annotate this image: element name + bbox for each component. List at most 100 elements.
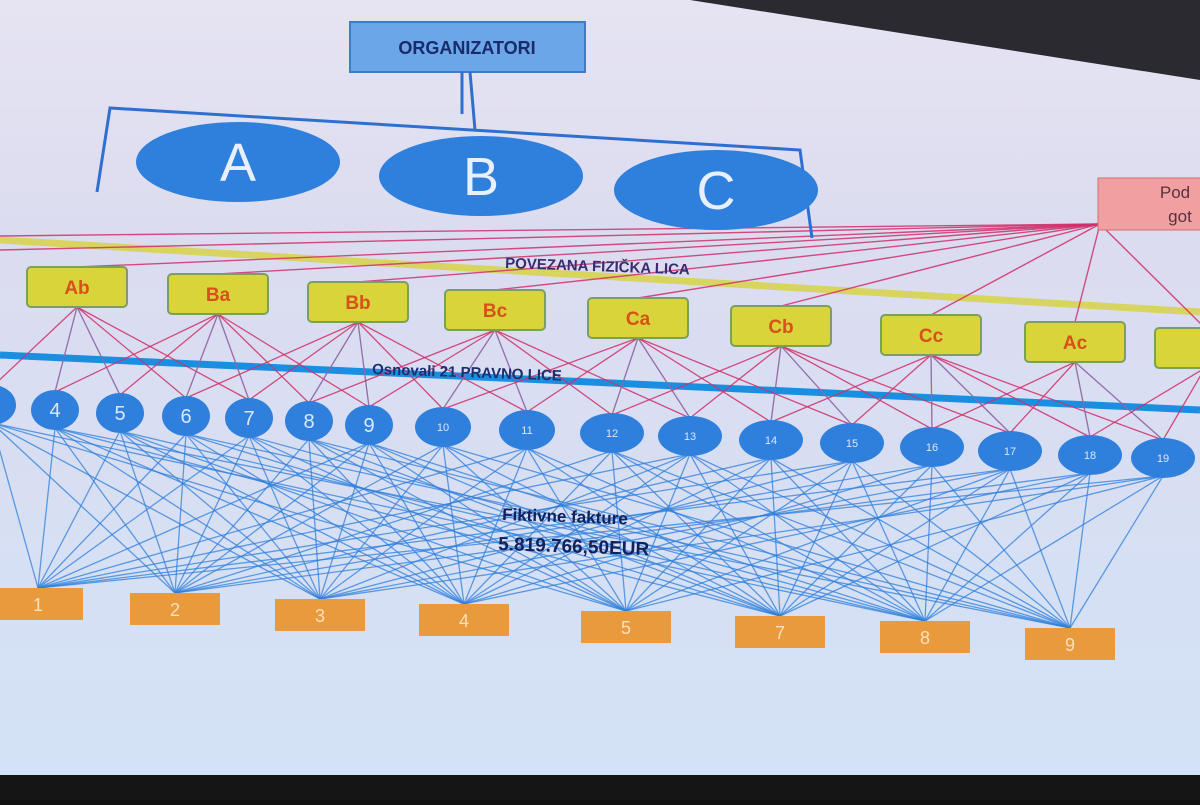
invoice-line bbox=[625, 460, 853, 612]
invoice-line bbox=[625, 475, 1164, 612]
founding-line bbox=[357, 321, 528, 413]
company-label: 18 bbox=[1084, 450, 1096, 462]
invoice-line bbox=[0, 424, 627, 612]
founding-line bbox=[494, 329, 691, 419]
invoice-line bbox=[37, 447, 528, 589]
invoice-line bbox=[185, 433, 465, 605]
invoice-line bbox=[319, 444, 444, 600]
cash-line bbox=[637, 223, 1101, 299]
company-node bbox=[162, 396, 210, 436]
founding-line bbox=[770, 354, 932, 423]
invoice-line bbox=[308, 438, 321, 600]
invoice-line bbox=[463, 447, 528, 605]
organizer-label: C bbox=[697, 161, 736, 221]
invoice-line bbox=[463, 450, 613, 605]
cash-line bbox=[217, 223, 1101, 275]
invoice-line bbox=[54, 427, 176, 594]
recipient-label: 9 bbox=[1065, 635, 1075, 655]
invoice-line bbox=[779, 464, 933, 617]
title-text: ORGANIZATORI bbox=[398, 38, 535, 58]
invoice-line bbox=[770, 457, 781, 617]
founding-line bbox=[637, 337, 772, 423]
cash-box-label: got bbox=[1168, 207, 1192, 226]
invoice-line bbox=[37, 475, 1164, 589]
related-persons-line bbox=[0, 236, 1200, 316]
company-node bbox=[820, 423, 884, 463]
company-label: 19 bbox=[1157, 453, 1169, 465]
founding-line bbox=[611, 345, 782, 416]
organizer-node bbox=[379, 136, 583, 216]
person-label: Cc bbox=[919, 326, 944, 347]
company-node bbox=[96, 393, 144, 433]
title-box bbox=[349, 21, 586, 73]
recipient-label: 1 bbox=[33, 595, 43, 615]
invoice-line bbox=[779, 460, 853, 617]
company-node bbox=[31, 390, 79, 430]
cash-line bbox=[357, 223, 1101, 283]
invoice-line bbox=[174, 438, 310, 594]
company-label: 12 bbox=[606, 428, 618, 440]
invoice-line bbox=[770, 457, 926, 622]
invoice-line bbox=[174, 457, 772, 594]
company-label: 4 bbox=[49, 400, 60, 422]
organizer-node bbox=[136, 122, 340, 202]
founding-line bbox=[76, 306, 250, 401]
company-label: 8 bbox=[303, 411, 314, 433]
founding-line bbox=[217, 313, 310, 404]
screen-frame bbox=[0, 775, 1200, 800]
invoice-line bbox=[924, 475, 1164, 622]
founding-line bbox=[368, 329, 496, 408]
person-box bbox=[1024, 321, 1126, 363]
invoice-line bbox=[779, 468, 1011, 617]
invoice-line bbox=[924, 468, 1011, 622]
person-label: Ab bbox=[64, 278, 89, 299]
person-box bbox=[307, 281, 409, 323]
founding-line bbox=[780, 345, 1011, 434]
invoice-line bbox=[770, 457, 1071, 629]
organizer-node bbox=[614, 150, 818, 230]
invoice-line bbox=[851, 460, 1071, 629]
invoice-line bbox=[924, 464, 933, 622]
invoice-line bbox=[248, 435, 465, 605]
recipient-box bbox=[419, 604, 509, 636]
invoice-line bbox=[174, 450, 613, 594]
founding-line bbox=[1074, 361, 1164, 441]
cash-line bbox=[1099, 223, 1200, 325]
recipient-box bbox=[735, 616, 825, 648]
founding-line bbox=[770, 345, 782, 423]
person-box bbox=[167, 273, 269, 315]
invoice-line bbox=[119, 430, 176, 594]
person-box bbox=[26, 266, 128, 308]
founding-line bbox=[442, 337, 639, 410]
founding-line bbox=[308, 329, 496, 404]
founding-line bbox=[308, 321, 359, 404]
founding-line bbox=[1089, 370, 1200, 438]
cash-box bbox=[1097, 177, 1200, 231]
cash-box-label: Pod bbox=[1160, 183, 1190, 202]
person-label: Ac bbox=[1063, 333, 1088, 354]
founding-line bbox=[0, 306, 78, 381]
company-label: 9 bbox=[363, 415, 374, 437]
invoice-line bbox=[0, 429, 176, 594]
invoice-line bbox=[37, 453, 691, 589]
founding-line bbox=[185, 321, 359, 399]
invoice-line bbox=[308, 438, 781, 617]
invoice-line bbox=[442, 444, 1071, 629]
recipient-box bbox=[275, 599, 365, 631]
invoice-line bbox=[463, 472, 1091, 605]
company-node bbox=[0, 386, 16, 424]
recipient-box bbox=[130, 593, 220, 625]
invoice-line bbox=[625, 453, 691, 612]
person-box bbox=[587, 297, 689, 339]
founding-line bbox=[76, 306, 187, 399]
founding-line bbox=[930, 354, 1164, 441]
invoice-line bbox=[174, 442, 370, 594]
person-label: Bc bbox=[483, 301, 508, 322]
founding-line bbox=[780, 345, 853, 426]
invoice-line bbox=[526, 447, 781, 617]
founding-line bbox=[217, 313, 250, 401]
company-node bbox=[739, 420, 803, 460]
recipient-label: 5 bbox=[621, 618, 631, 638]
